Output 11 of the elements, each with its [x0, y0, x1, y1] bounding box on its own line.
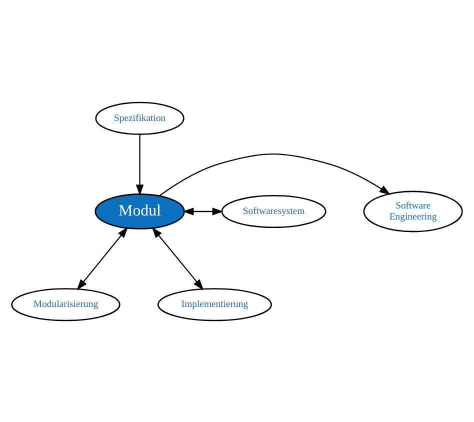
node-ellipse: Modularisierung	[11, 288, 120, 321]
arrow	[76, 226, 128, 290]
node-ellipse: Spezifikation	[95, 101, 184, 134]
arrow	[136, 134, 144, 196]
node-ellipse: Softwaresystem	[221, 194, 326, 228]
arrow	[152, 226, 204, 290]
arrow	[159, 153, 391, 196]
arrow	[182, 207, 224, 215]
node-ellipse: Implementierung	[158, 288, 272, 321]
node-ellipse: Software Engineering	[363, 190, 463, 232]
node-ellipse: Modul	[94, 193, 185, 229]
